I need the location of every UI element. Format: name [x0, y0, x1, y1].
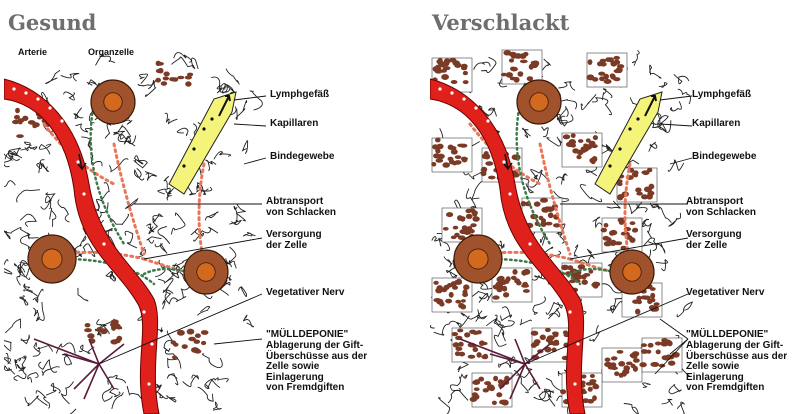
- label-abtransport: Abtransport von Schlacken: [266, 197, 336, 218]
- label-versorgung: Versorgung der Zelle: [266, 230, 322, 251]
- label-organzelle: Organzelle: [88, 47, 134, 58]
- label-abtransport: Abtransport von Schlacken: [686, 197, 756, 218]
- label-kapillaren: Kapillaren: [692, 119, 740, 130]
- label-muelldeponie-text: Ablagerung der Gift- Überschüsse aus der…: [686, 341, 787, 394]
- label-vegetativer-nerv: Vegetativer Nerv: [266, 288, 344, 299]
- diagram-clogged: Lymphgefäß Kapillaren Bindegewebe Abtran…: [430, 44, 800, 414]
- label-lymphgefaess: Lymphgefäß: [270, 90, 329, 101]
- panel-title-clogged: Verschlackt: [432, 10, 569, 35]
- label-muelldeponie-text: Ablagerung der Gift- Überschüsse aus der…: [266, 341, 367, 394]
- cell-nucleus: [623, 263, 641, 281]
- label-lymphgefaess: Lymphgefäß: [692, 90, 751, 101]
- cell-nucleus: [42, 249, 62, 269]
- diagram-healthy: Arterie Organzelle Lymphgefäß Kapillaren…: [4, 44, 374, 414]
- label-muelldeponie-title: "MÜLLDEPONIE": [686, 330, 768, 341]
- cell-nucleus: [104, 93, 122, 111]
- label-bindegewebe: Bindegewebe: [692, 152, 756, 163]
- label-arterie: Arterie: [18, 47, 47, 58]
- vegetative-nerve: [34, 339, 124, 399]
- label-kapillaren: Kapillaren: [270, 119, 318, 130]
- label-vegetativer-nerv: Vegetativer Nerv: [686, 288, 764, 299]
- cell-nucleus: [197, 263, 215, 281]
- cell-nucleus: [468, 249, 488, 269]
- cell-nucleus: [530, 93, 548, 111]
- label-muelldeponie-title: "MÜLLDEPONIE": [266, 330, 348, 341]
- panel-title-healthy: Gesund: [8, 10, 96, 35]
- label-bindegewebe: Bindegewebe: [270, 152, 334, 163]
- label-versorgung: Versorgung der Zelle: [686, 230, 742, 251]
